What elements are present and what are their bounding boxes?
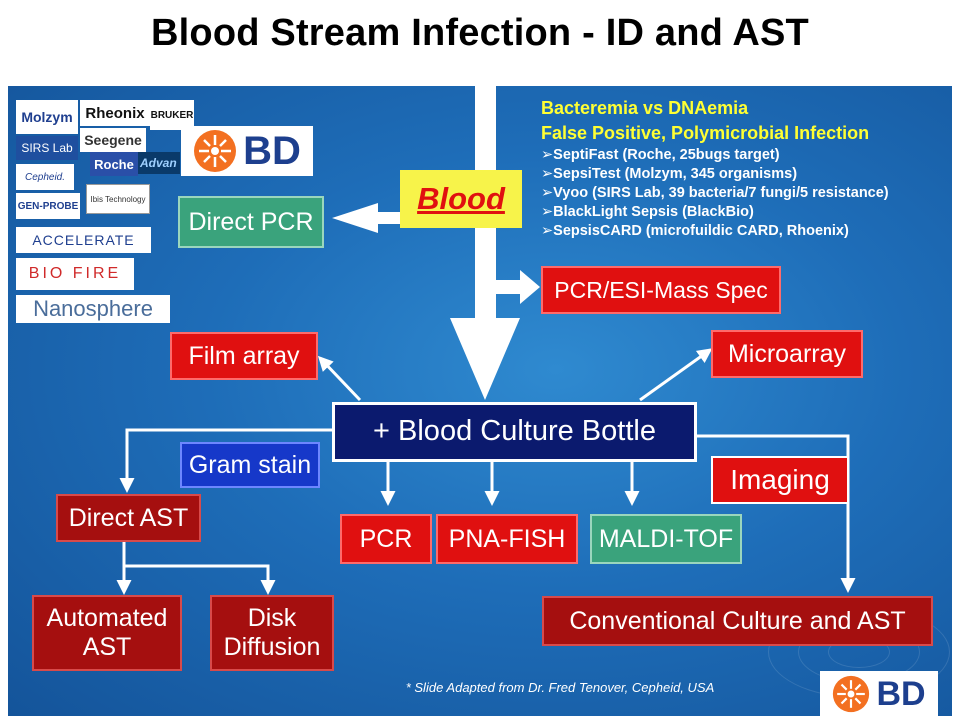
info-heading: False Positive, Polymicrobial Infection	[541, 123, 870, 143]
logo-cepheid: Cepheid.	[16, 164, 74, 190]
logo-advan: Advan	[138, 152, 180, 174]
logo-nanosphere: Nanosphere	[16, 295, 170, 323]
logo-roche: Roche	[90, 152, 138, 176]
info-item: ➢SepsisCARD (microfuildic CARD, Rhoenix)	[541, 223, 849, 239]
node-disk-diffusion: Disk Diffusion	[210, 595, 334, 671]
arrow-to-microarray	[639, 348, 713, 402]
logo-sirs-lab: SIRS Lab	[16, 136, 78, 160]
node-pcr-esi-mass-spec: PCR/ESI-Mass Spec	[541, 266, 781, 314]
logo-gen-probe: GEN-PROBE	[16, 193, 80, 219]
node-imaging: Imaging	[711, 456, 849, 504]
arrow-to-film-array	[317, 355, 362, 402]
bd-sunburst-icon	[833, 675, 870, 713]
arrow-to-conventional	[697, 434, 856, 593]
logo-seegene: Seegene	[80, 128, 146, 152]
slide-title: Blood Stream Infection - ID and AST	[151, 12, 809, 54]
node-pna-fish: PNA-FISH	[436, 514, 578, 564]
node-direct-pcr: Direct PCR	[178, 196, 324, 248]
node-direct-ast: Direct AST	[56, 494, 201, 542]
info-item: ➢SeptiFast (Roche, 25bugs target)	[541, 147, 780, 163]
bd-sunburst-icon	[194, 130, 237, 172]
slide-credit: * Slide Adapted from Dr. Fred Tenover, C…	[405, 680, 715, 695]
info-heading: Bacteremia vs DNAemia	[541, 98, 749, 118]
arrow-to-pcr-esi	[496, 270, 540, 304]
node-automated-ast: Automated AST	[32, 595, 182, 671]
arrow-to-direct-ast	[119, 428, 333, 493]
node-pcr: PCR	[340, 514, 432, 564]
blood-label: Blood	[400, 170, 522, 228]
node-film-array: Film array	[170, 332, 318, 380]
info-item: ➢SepsiTest (Molzym, 345 organisms)	[541, 166, 798, 182]
node-blood-culture-bottle: + Blood Culture Bottle	[332, 402, 697, 462]
arrow-to-disk-diffusion	[124, 564, 276, 595]
node-gram-stain: Gram stain	[180, 442, 320, 488]
blood-arrow-down	[450, 86, 520, 400]
logo-bruker: BRUKER	[150, 100, 194, 130]
logo-bd: BD	[181, 126, 313, 176]
molecular-tests-info: Bacteremia vs DNAemia False Positive, Po…	[541, 96, 951, 241]
logo-rheonix: Rheonix	[80, 100, 150, 126]
node-conventional-culture-ast: Conventional Culture and AST	[542, 596, 933, 646]
info-item: ➢Vyoo (SIRS Lab, 39 bacteria/7 fungi/5 r…	[541, 185, 889, 201]
logo-accelerate: ACCELERATE	[16, 227, 151, 253]
logo-bd-corner: BD	[820, 671, 938, 717]
node-microarray: Microarray	[711, 330, 863, 378]
logo-biofire: BIO FIRE	[16, 258, 134, 290]
info-item: ➢BlackLight Sepsis (BlackBio)	[541, 204, 754, 220]
node-maldi-tof: MALDI-TOF	[590, 514, 742, 564]
logo-ibis: Ibis Technology	[86, 184, 150, 214]
logo-molzym: Molzym	[16, 100, 78, 134]
